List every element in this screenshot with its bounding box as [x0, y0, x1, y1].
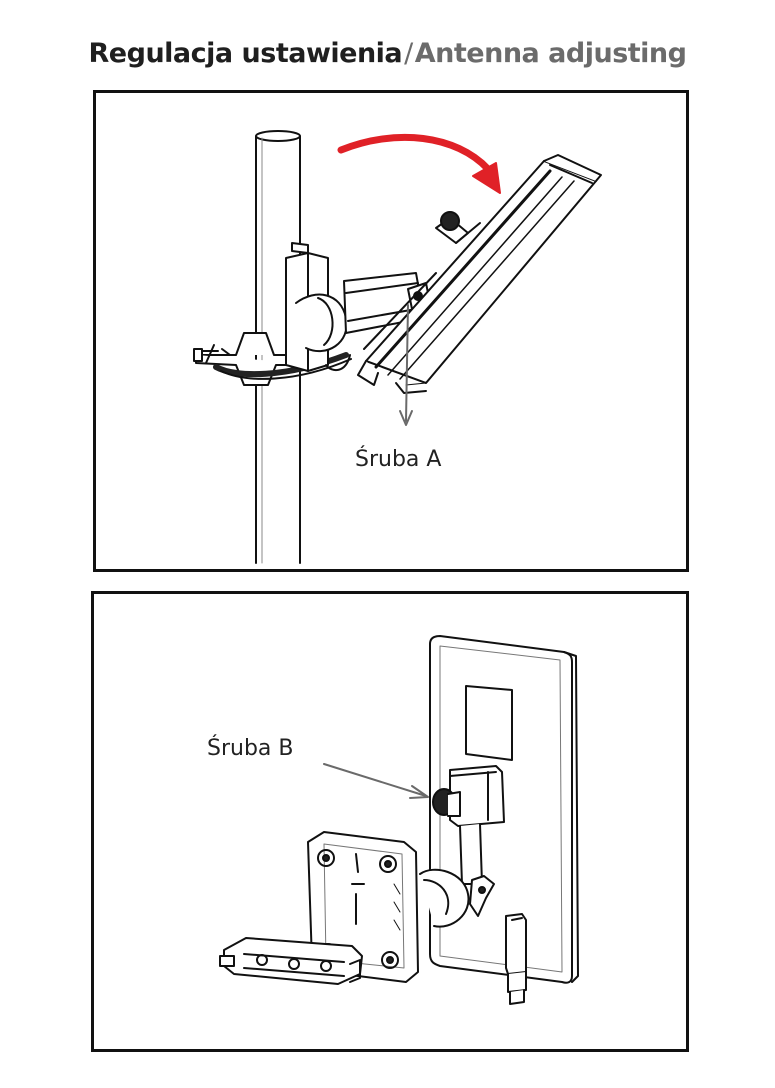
wing-nut	[469, 875, 495, 917]
screw-b-label: Śruba B	[207, 736, 294, 761]
wall-bracket-illustration	[219, 635, 579, 1005]
screw-a-leader-line	[399, 304, 413, 426]
mast-bracket	[285, 242, 351, 372]
title-separator: /	[404, 38, 413, 69]
adjusting-knob	[435, 211, 481, 244]
cable-connector	[505, 913, 527, 1005]
antenna-tilt-illustration	[193, 130, 602, 564]
screw-b-head	[432, 788, 461, 817]
bracket-arm	[419, 868, 470, 928]
swivel-bracket	[449, 765, 505, 885]
diagram-panel-screw-b: Śruba B	[91, 591, 689, 1052]
antenna-panel	[357, 154, 602, 394]
diagram-panel-screw-a: Śruba A	[93, 90, 689, 572]
title-english: Antenna adjusting	[414, 38, 687, 69]
mounting-clamp-rail	[219, 937, 363, 985]
screw-a-label: Śruba A	[355, 447, 442, 472]
rotation-arrow	[337, 133, 501, 194]
screw-b-leader-line	[323, 763, 429, 799]
page-title: Regulacja ustawienia/Antenna adjusting	[0, 38, 775, 74]
title-polish: Regulacja ustawienia	[88, 38, 403, 69]
